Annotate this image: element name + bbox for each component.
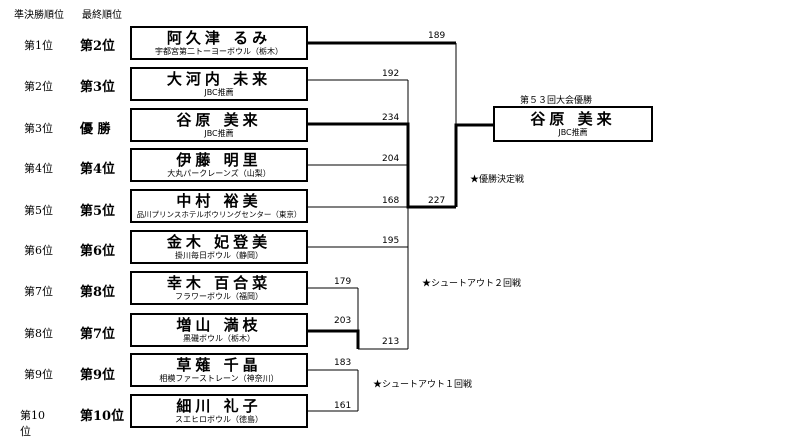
player-box: 伊藤 明里 大丸パークレーンズ（山梨） [130, 148, 308, 182]
player-box: 金木 妃登美 掛川毎日ボウル（静岡） [130, 230, 308, 264]
seed-rank: 第4位 [24, 162, 53, 175]
seed-rank: 第2位 [24, 80, 53, 93]
champion-center: JBC推薦 [558, 127, 588, 137]
player-box: 増山 満枝 黒磯ボウル（栃木） [130, 313, 308, 347]
seed-rank: 第1位 [24, 39, 53, 52]
player-center: 品川プリンスホテルボウリングセンター（東京） [136, 209, 302, 219]
player-name: 幸木 百合菜 [166, 273, 272, 292]
player-name: 金木 妃登美 [166, 232, 272, 251]
line-final-win [454, 123, 493, 207]
score-seed-5: 168 [382, 196, 400, 206]
player-box: 阿久津 るみ 宇都宮第二トーヨーボウル（栃木） [130, 26, 308, 60]
champion-name: 谷原 美来 [530, 109, 616, 128]
player-name: 阿久津 るみ [166, 28, 272, 47]
player-name: 細川 礼子 [176, 396, 262, 415]
final-rank: 第10位 [80, 409, 125, 424]
player-name: 大河内 未来 [166, 69, 272, 88]
final-rank: 第6位 [80, 244, 116, 259]
final-rank: 第5位 [80, 204, 116, 219]
player-box: 草薙 千晶 相模ファーストレーン（神奈川） [130, 353, 308, 387]
seed-rank: 第9位 [24, 368, 53, 381]
player-name: 草薙 千晶 [176, 355, 262, 374]
seed-rank: 第5位 [24, 204, 53, 217]
score-shootout1-winner: 213 [382, 337, 400, 347]
score-seed-4: 204 [382, 154, 400, 164]
player-box: 中村 裕美 品川プリンスホテルボウリングセンター（東京） [130, 189, 308, 223]
final-rank: 第4位 [80, 162, 116, 177]
score-seed-7: 179 [334, 277, 352, 287]
player-name: 増山 満枝 [176, 315, 262, 334]
final-rank-header: 最終順位 [82, 10, 122, 21]
seed-rank: 第3位 [24, 122, 53, 135]
note-final-match: ★優勝決定戦 [470, 175, 525, 185]
score-seed-2: 192 [382, 69, 400, 79]
score-seed-3: 234 [382, 113, 400, 123]
champion-label: 第５３回大会優勝 [520, 96, 593, 106]
seed-rank: 第8位 [24, 327, 53, 340]
player-center: 掛川毎日ボウル（静岡） [175, 250, 263, 260]
player-center: 大丸パークレーンズ（山梨） [167, 168, 271, 178]
note-shootout-2: ★シュートアウト２回戦 [422, 279, 522, 289]
score-shootout2-winner: 227 [428, 196, 446, 206]
score-seed-9: 183 [334, 358, 352, 368]
player-center: スエヒロボウル（徳島） [175, 414, 263, 424]
seed-rank: 第10位 [20, 409, 45, 438]
player-name: 谷原 美来 [176, 110, 262, 129]
score-seed-1-final: 189 [428, 31, 446, 41]
player-center: 黒磯ボウル（栃木） [183, 333, 255, 343]
player-center: JBC推薦 [204, 87, 234, 97]
final-rank: 第9位 [80, 368, 116, 383]
score-seed-8: 203 [334, 316, 352, 326]
player-center: 宇都宮第二トーヨーボウル（栃木） [155, 46, 283, 56]
final-rank: 第7位 [80, 327, 116, 342]
player-box: 大河内 未来 JBC推薦 [130, 67, 308, 101]
player-name: 中村 裕美 [176, 191, 262, 210]
player-name: 伊藤 明里 [176, 150, 262, 169]
final-rank: 第3位 [80, 80, 116, 95]
final-rank: 第8位 [80, 285, 116, 300]
champion-box: 谷原 美来 JBC推薦 [493, 106, 653, 142]
player-box: 谷原 美来 JBC推薦 [130, 108, 308, 142]
player-center: フラワーボウル（福岡） [175, 291, 263, 301]
player-box: 細川 礼子 スエヒロボウル（徳島） [130, 394, 308, 428]
seed-rank: 第7位 [24, 285, 53, 298]
seed-header: 準決勝順位 [14, 10, 64, 21]
final-rank: 優 勝 [80, 122, 111, 137]
score-seed-10: 161 [334, 401, 352, 411]
player-center: 相模ファーストレーン（神奈川） [159, 373, 279, 383]
line-r1-8-win [308, 329, 360, 349]
player-center: JBC推薦 [204, 128, 234, 138]
note-shootout-1: ★シュートアウト１回戦 [373, 380, 473, 390]
final-rank: 第2位 [80, 39, 116, 54]
seed-rank: 第6位 [24, 244, 53, 257]
player-box: 幸木 百合菜 フラワーボウル（福岡） [130, 271, 308, 305]
score-seed-6: 195 [382, 236, 400, 246]
line-r2-3-win [308, 122, 456, 209]
